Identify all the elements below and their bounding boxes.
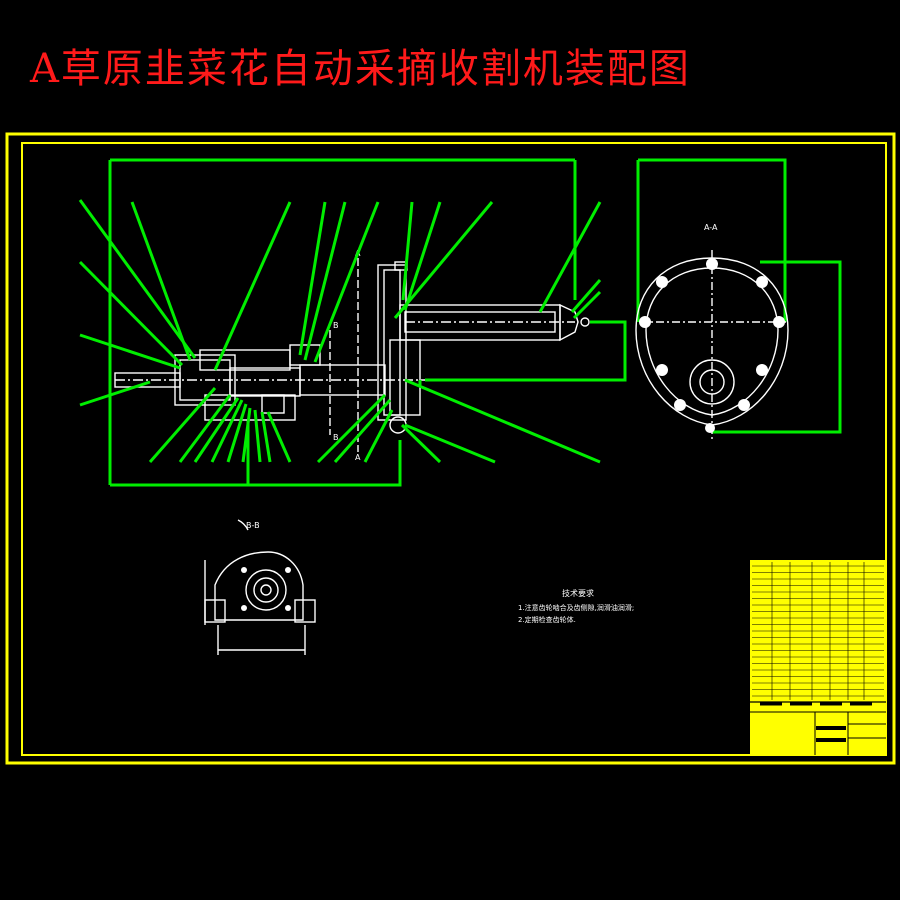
section-mark-b-bottom: B (333, 433, 339, 442)
part-leaders (78, 199, 602, 464)
section-label-aa: A-A (704, 223, 718, 232)
outer-frame (5, 132, 896, 765)
title-block (750, 560, 886, 755)
tech-req-item-2: 2.定期检查齿轮体. (518, 615, 576, 624)
section-view-bb: B-B (204, 519, 316, 655)
technical-requirements: 技术要求 1.注意齿轮啮合及齿侧隙,润滑油润滑; 2.定期检查齿轮体. (518, 588, 634, 624)
tech-req-heading: 技术要求 (562, 588, 594, 598)
section-label-bb: B-B (246, 521, 260, 530)
tech-req-item-1: 1.注意齿轮啮合及齿侧隙,润滑油润滑; (518, 603, 634, 612)
section-mark-a-bottom: A (355, 453, 361, 462)
inner-frame (21, 142, 887, 756)
main-view: A A B B (108, 158, 627, 487)
section-mark-b-top: B (333, 321, 339, 330)
page-title: A草原韭菜花自动采摘收割机装配图 (30, 46, 691, 92)
section-view-aa: A-A (635, 158, 842, 440)
